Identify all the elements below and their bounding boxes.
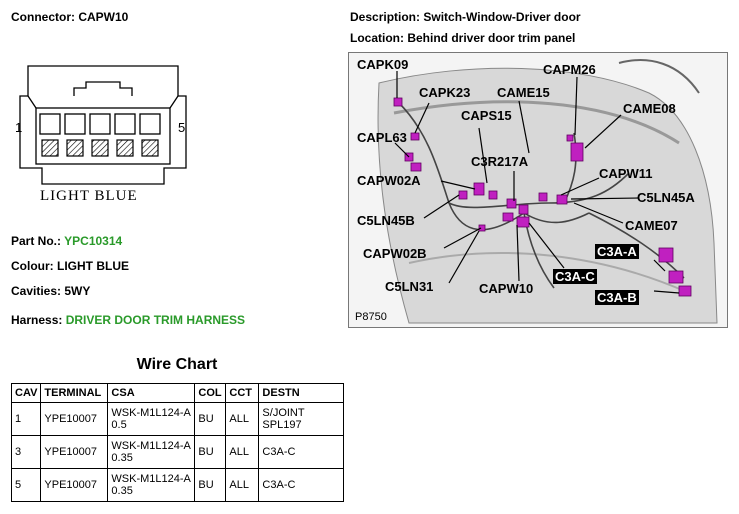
- cell-terminal: YPE10007: [40, 402, 109, 436]
- part-number-value: YPC10314: [64, 234, 123, 248]
- connector-id: CAPW10: [78, 10, 129, 24]
- col-csa: CSA: [107, 383, 196, 403]
- connector-label-key: Connector:: [11, 10, 75, 24]
- harness: Harness: DRIVER DOOR TRIM HARNESS: [11, 313, 245, 327]
- tag-c3a-b: C3A-B: [595, 290, 639, 305]
- description-value: Switch-Window-Driver door: [423, 10, 581, 24]
- cell-cav: 3: [10, 435, 42, 469]
- wire-chart-header-row: CAV TERMINAL CSA COL CCT DESTN: [10, 383, 344, 403]
- part-number-key: Part No.:: [11, 234, 62, 248]
- col-cav: CAV: [10, 383, 42, 403]
- cell-csa: WSK-M1L124-A 0.35: [107, 468, 196, 502]
- tag-came07: CAME07: [625, 218, 678, 233]
- door-illustration: [377, 59, 718, 324]
- cavities-value: 5WY: [64, 284, 91, 298]
- part-number: Part No.: YPC10314: [11, 234, 122, 248]
- tag-c5ln31: C5LN31: [385, 279, 434, 294]
- description-key: Description:: [350, 10, 421, 24]
- description: Description: Switch-Window-Driver door: [350, 10, 581, 24]
- tag-capl63: CAPL63: [357, 130, 407, 145]
- tag-c5ln45b: C5LN45B: [357, 213, 415, 228]
- tag-capm26: CAPM26: [543, 62, 596, 77]
- tag-came15: CAME15: [497, 85, 550, 100]
- cell-destn: C3A-C: [258, 435, 344, 469]
- cell-col: BU: [194, 402, 227, 436]
- cell-terminal: YPE10007: [40, 468, 109, 502]
- cell-csa: WSK-M1L124-A 0.5: [107, 402, 196, 436]
- tag-capk23: CAPK23: [419, 85, 471, 100]
- tag-c5ln45a: C5LN45A: [637, 190, 695, 205]
- connector-face-diagram: [19, 65, 187, 185]
- col-col: COL: [194, 383, 227, 403]
- cell-cct: ALL: [225, 468, 260, 502]
- cell-col: BU: [194, 468, 227, 502]
- connector-colour-caption: LIGHT BLUE: [40, 188, 138, 204]
- tag-capw10: CAPW10: [479, 281, 534, 296]
- cell-cav: 5: [10, 468, 42, 502]
- table-row: 1 YPE10007 WSK-M1L124-A 0.5 BU ALL S/JOI…: [10, 402, 344, 436]
- cell-terminal: YPE10007: [40, 435, 109, 469]
- tag-capk09: CAPK09: [357, 57, 409, 72]
- cell-cct: ALL: [225, 435, 260, 469]
- cell-destn: S/JOINT SPL197: [258, 402, 344, 436]
- location-key: Location:: [350, 31, 404, 45]
- cell-cct: ALL: [225, 402, 260, 436]
- col-terminal: TERMINAL: [40, 383, 109, 403]
- table-row: 5 YPE10007 WSK-M1L124-A 0.35 BU ALL C3A-…: [10, 468, 344, 502]
- tag-c3a-a: C3A-A: [595, 244, 639, 259]
- tag-capw11: CAPW11: [599, 166, 653, 181]
- photo-code: P8750: [355, 311, 387, 323]
- location-value: Behind driver door trim panel: [407, 31, 576, 45]
- tag-c3r217a: C3R217A: [471, 154, 529, 169]
- cell-cav: 1: [10, 402, 42, 436]
- harness-key: Harness:: [11, 313, 63, 327]
- wire-chart-title: Wire Chart: [136, 356, 218, 373]
- cell-destn: C3A-C: [258, 468, 344, 502]
- wire-chart-table: CAV TERMINAL CSA COL CCT DESTN 1 YPE1000…: [10, 383, 344, 502]
- cavities: Cavities: 5WY: [11, 284, 90, 298]
- colour: Colour: LIGHT BLUE: [11, 259, 129, 273]
- cavities-key: Cavities:: [11, 284, 62, 298]
- door-location-photo: CAPK09 CAPK23 CAME15 CAPM26 CAPS15 CAME0…: [348, 52, 728, 328]
- table-row: 3 YPE10007 WSK-M1L124-A 0.35 BU ALL C3A-…: [10, 435, 344, 469]
- tag-capw02a: CAPW02A: [357, 173, 421, 188]
- tag-came08: CAME08: [623, 101, 676, 116]
- col-cct: CCT: [225, 383, 260, 403]
- tag-c3a-c: C3A-C: [553, 269, 597, 284]
- tag-capw02b: CAPW02B: [363, 246, 427, 261]
- colour-value: LIGHT BLUE: [57, 259, 129, 273]
- cell-col: BU: [194, 435, 227, 469]
- location: Location: Behind driver door trim panel: [350, 31, 575, 45]
- tag-caps15: CAPS15: [461, 108, 512, 123]
- harness-value: DRIVER DOOR TRIM HARNESS: [65, 313, 246, 327]
- connector-label: Connector: CAPW10: [11, 10, 128, 24]
- pin-1-label: 1: [15, 120, 23, 135]
- col-destn: DESTN: [258, 383, 344, 403]
- colour-key: Colour:: [11, 259, 54, 273]
- cell-csa: WSK-M1L124-A 0.35: [107, 435, 196, 469]
- pin-5-label: 5: [178, 120, 186, 135]
